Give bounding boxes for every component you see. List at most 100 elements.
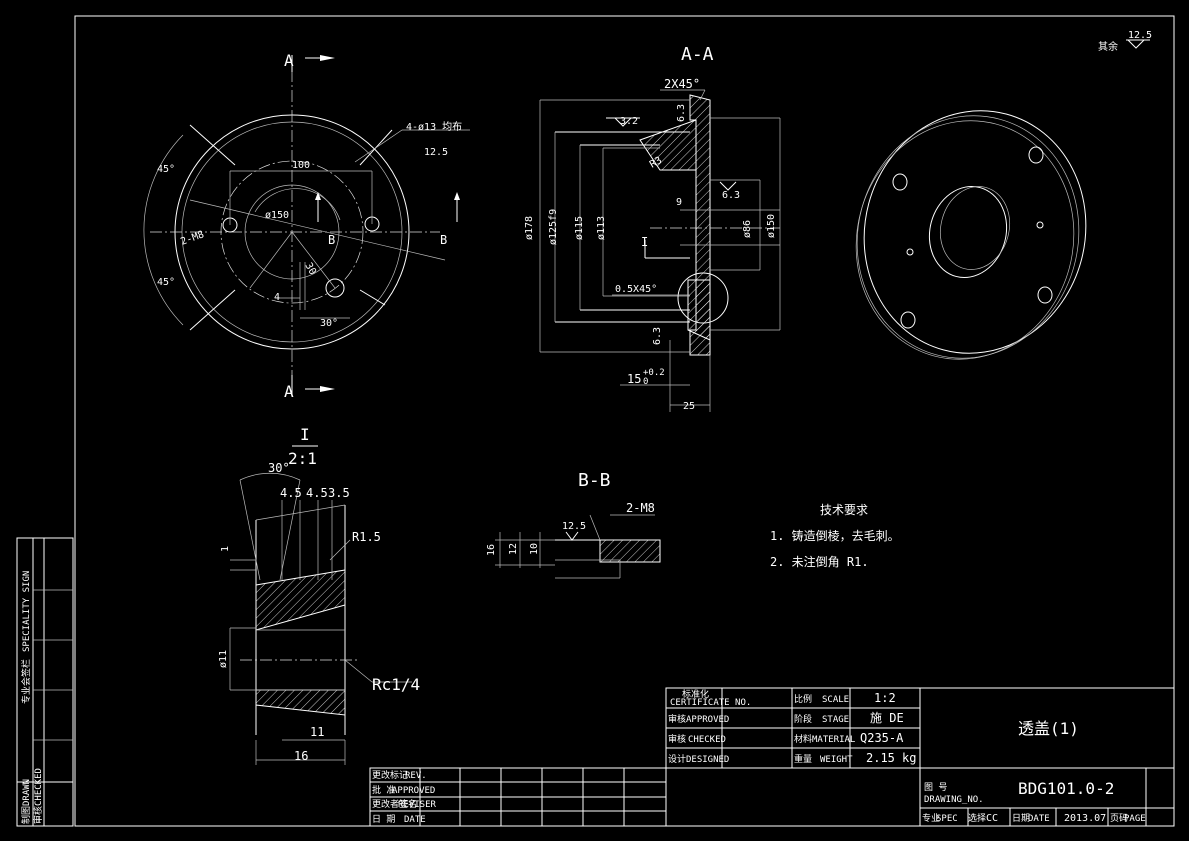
tb-drawing-no-cn: 图 号 [924, 782, 947, 793]
rev-approval-en: APPROVED [392, 786, 435, 796]
tb-date-en: DATE [1028, 814, 1050, 824]
side-drawn-cn: 制图 [20, 806, 32, 824]
roughness-note-label: 其余 [1098, 40, 1118, 53]
section-bb-dim-10: 10 [529, 543, 540, 555]
detail-scale: 2:1 [288, 449, 317, 468]
detail-dim-45a: 4.5 [280, 486, 302, 500]
detail-dim-35: 3.5 [328, 486, 350, 500]
chamfer-05x45: 0.5X45° [615, 284, 657, 295]
thread-holes-label: 2-M8 [179, 229, 205, 248]
detail-dim-11: 11 [310, 725, 324, 739]
tb-spec-value: 选择 [968, 812, 986, 824]
tech-requirement-1: 1. 铸造倒棱，去毛刺。 [770, 528, 900, 543]
section-aa-title: A-A [681, 44, 714, 65]
angle-45-bottom: 45° [157, 277, 175, 288]
tb-page-cn: 页码 [1110, 813, 1128, 824]
angle-45-top: 45° [157, 164, 175, 175]
tb-date-cn: 日期 [1012, 813, 1030, 824]
holes-roughness: 12.5 [424, 147, 448, 158]
tb-approved-en: APPROVED [686, 715, 729, 725]
detail-mark: I [300, 425, 310, 444]
tb-scale-en: SCALE [822, 695, 849, 705]
tb-material-value: Q235-A [860, 731, 904, 745]
tb-approved-cn: 审核 [668, 713, 686, 725]
tb-stage-en: STAGE [822, 715, 849, 725]
dim-15-tol-high: +0.2 [643, 368, 665, 378]
tb-drawing-no: BDG101.0-2 [1018, 779, 1114, 798]
tb-weight-unit: kg [902, 751, 916, 765]
tb-designed-cn: 设计 [668, 753, 686, 765]
tb-page-en: PAGE [1124, 814, 1146, 824]
dim-d115: ø115 [574, 216, 585, 240]
roughness-63-mid: 6.3 [722, 190, 740, 201]
rev-date-en: DATE [404, 815, 426, 825]
tb-date-value: 2013.07 [1064, 813, 1106, 824]
tb-checked-en: CHECKED [688, 735, 726, 745]
tb-stage-value: 施 DE [870, 711, 904, 725]
side-speciality-cn: 专业会签栏 [20, 659, 32, 704]
rev-reviser-cn: 更改者签名 [372, 798, 417, 810]
detail-angle-30: 30° [268, 461, 290, 475]
drawing-frame [74, 15, 1175, 827]
title-block-grid [665, 687, 1175, 827]
tb-scale-value: 1:2 [874, 691, 896, 705]
tb-weight-en: WEIGHT [820, 755, 853, 765]
tb-spec-cn: 专业 [922, 812, 940, 824]
tb-part-name: 透盖(1) [1018, 719, 1079, 738]
detail-ref-label: I [641, 235, 648, 249]
front-view [143, 55, 470, 395]
revision-block-grid [369, 767, 667, 827]
dim-d150-section: ø150 [766, 214, 777, 238]
section-bb-thread: 2-M8 [626, 501, 655, 515]
detail-thread-rc: Rc1/4 [372, 675, 420, 694]
tb-certificate-cn: 标准化 [682, 688, 709, 700]
side-strip-grid [16, 537, 74, 827]
cut-label-b-left: B [328, 233, 335, 247]
tb-stage-cn: 阶段 [794, 713, 812, 725]
section-bb-roughness: 12.5 [562, 521, 586, 532]
side-checked-en: CHECKED [34, 768, 44, 806]
rev-mark-en: REV. [405, 771, 427, 781]
dim-30: 30 [302, 261, 318, 277]
section-bb-title: B-B [578, 470, 611, 491]
side-speciality-sign: SPECIALITY SIGN [22, 571, 32, 652]
detail-dim-45b: 4.5 [306, 486, 328, 500]
section-bb-view [495, 514, 661, 579]
dim-d113: ø113 [596, 216, 607, 240]
tb-weight-value: 2.15 [866, 751, 895, 765]
detail-dim-d11: ø11 [218, 650, 229, 668]
section-aa-view [539, 89, 781, 412]
cut-label-a-bottom: A [284, 382, 294, 401]
tb-designed-en: DESIGNED [686, 755, 729, 765]
isometric-view [855, 110, 1087, 360]
dim-15-tol-low: 0 [643, 377, 648, 387]
dim-d178: ø178 [524, 216, 535, 240]
tb-checked-cn: 审核 [668, 733, 686, 745]
tb-weight-cn: 重量 [794, 753, 812, 765]
roughness-63-bottom: 6.3 [652, 327, 663, 345]
angle-30: 30° [320, 318, 338, 329]
tb-drawing-no-en: DRAWING_NO. [924, 795, 984, 805]
cut-label-b-right: B [440, 233, 447, 247]
tb-scale-cn: 比例 [794, 693, 812, 705]
cut-label-a-top: A [284, 51, 294, 70]
tech-requirements-title: 技术要求 [820, 503, 868, 517]
dim-100: 100 [292, 160, 310, 171]
rev-mark-cn: 更改标记 [372, 769, 408, 781]
rev-date-cn: 日 期 [372, 814, 395, 825]
roughness-32: 3.2 [620, 116, 638, 127]
section-bb-dim-16: 16 [486, 544, 497, 556]
holes-note: 4-ø13 均布 [406, 121, 462, 133]
tb-certificate-en: CERTIFICATE NO. [670, 698, 751, 708]
radius-r3: R3 [648, 155, 664, 171]
detail-dim-1: 1 [220, 546, 231, 552]
tb-spec-en: SPEC [936, 814, 958, 824]
roughness-note-value: 12.5 [1128, 30, 1152, 41]
dim-15: 15 [627, 372, 641, 386]
chamfer-2x45: 2X45° [664, 77, 700, 91]
detail-dim-16: 16 [294, 749, 308, 763]
tech-requirement-2: 2. 未注倒角 R1. [770, 554, 869, 569]
tb-material-en: MATERIAL [812, 735, 855, 745]
dim-d125: ø125f9 [548, 209, 559, 245]
